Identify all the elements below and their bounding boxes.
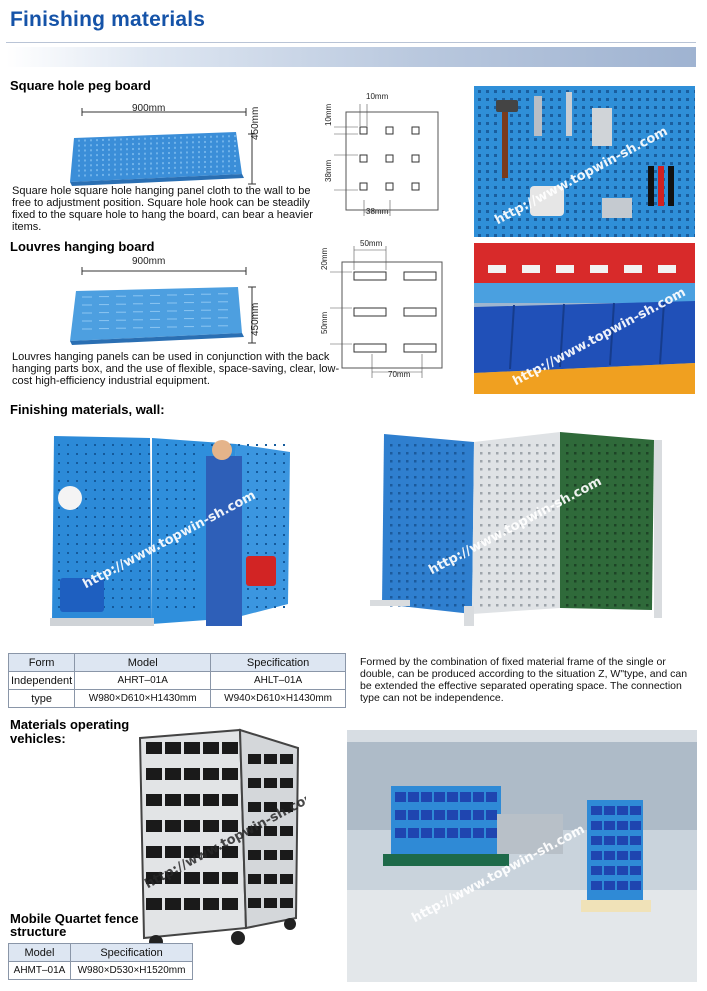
square-board-width: 900mm [132, 103, 166, 114]
square-hole-diagram [334, 104, 439, 216]
louvre-board-width: 900mm [132, 256, 166, 267]
louvre-board-description: Louvres hanging panels can be used in co… [12, 351, 340, 387]
table-cell: AHMT–01A [8, 961, 71, 980]
louvre-board-title: Louvres hanging board [10, 239, 155, 254]
square-board-description: Square hole square hole hanging panel cl… [12, 185, 313, 233]
lv-diagram-top: 50mm [360, 239, 383, 248]
wall-spec-table: Form Model Specification Independent AHR… [7, 653, 346, 708]
wall-panels-photo: http://www.topwin-sh.com [354, 430, 678, 630]
vehicles-title-line2: vehicles: [10, 731, 66, 746]
table-cell: W980×D610×H1430mm [74, 689, 212, 708]
table-cell: type [7, 689, 76, 708]
tool-wall-worker-photo: http://www.topwin-sh.com [40, 428, 298, 633]
table-header: Model [74, 653, 212, 672]
quartet-title-line1: Mobile Quartet fence [10, 911, 139, 926]
page-title: Finishing materials [10, 8, 206, 31]
title-rule [6, 42, 696, 43]
table-header: Specification [210, 653, 346, 672]
table-cell: W980×D530×H1520mm [70, 961, 193, 980]
table-header: Form [7, 653, 76, 672]
table-header: Model [8, 943, 71, 962]
square-board-title: Square hole peg board [10, 78, 151, 93]
quartet-spec-table: Model Specification AHMT–01A W980×D530×H… [8, 943, 193, 980]
sq-diagram-left-top: 10mm [324, 103, 333, 126]
square-board-drawing [70, 108, 256, 186]
vehicles-title-line1: Materials operating [10, 717, 130, 732]
table-cell: Independent [7, 671, 76, 690]
operating-cart-photo: http://www.topwin-sh.com [130, 728, 306, 952]
parts-bins-photo: http://www.topwin-sh.com [474, 243, 695, 394]
quartet-title: Mobile Quartet fence structure [10, 912, 139, 938]
louvre-diagram [330, 246, 443, 378]
table-header: Specification [70, 943, 193, 962]
lv-diagram-left-top: 20mm [320, 247, 329, 270]
table-cell: AHRT–01A [74, 671, 212, 690]
table-cell: AHLT–01A [210, 671, 346, 690]
title-gradient-bar [6, 47, 696, 67]
sq-diagram-left-mid: 38mm [324, 159, 333, 182]
louvre-board-height: 450mm [250, 302, 261, 336]
square-board-height: 450mm [250, 106, 261, 140]
wall-description: Formed by the combination of fixed mater… [360, 656, 688, 704]
lv-diagram-bottom: 70mm [388, 370, 411, 379]
wall-title: Finishing materials, wall: [10, 402, 165, 417]
vehicles-title: Materials operating vehicles: [10, 718, 129, 746]
quartet-title-line2: structure [10, 924, 67, 939]
table-cell: W940×D610×H1430mm [210, 689, 346, 708]
pegboard-tools-photo: http://www.topwin-sh.com [474, 86, 695, 237]
lv-diagram-left-mid: 50mm [320, 311, 329, 334]
louvre-board-drawing [70, 267, 256, 345]
factory-floor-photo: http://www.topwin-sh.com [347, 730, 697, 982]
sq-diagram-bottom: 38mm [366, 207, 389, 216]
sq-diagram-top: 10mm [366, 92, 389, 101]
